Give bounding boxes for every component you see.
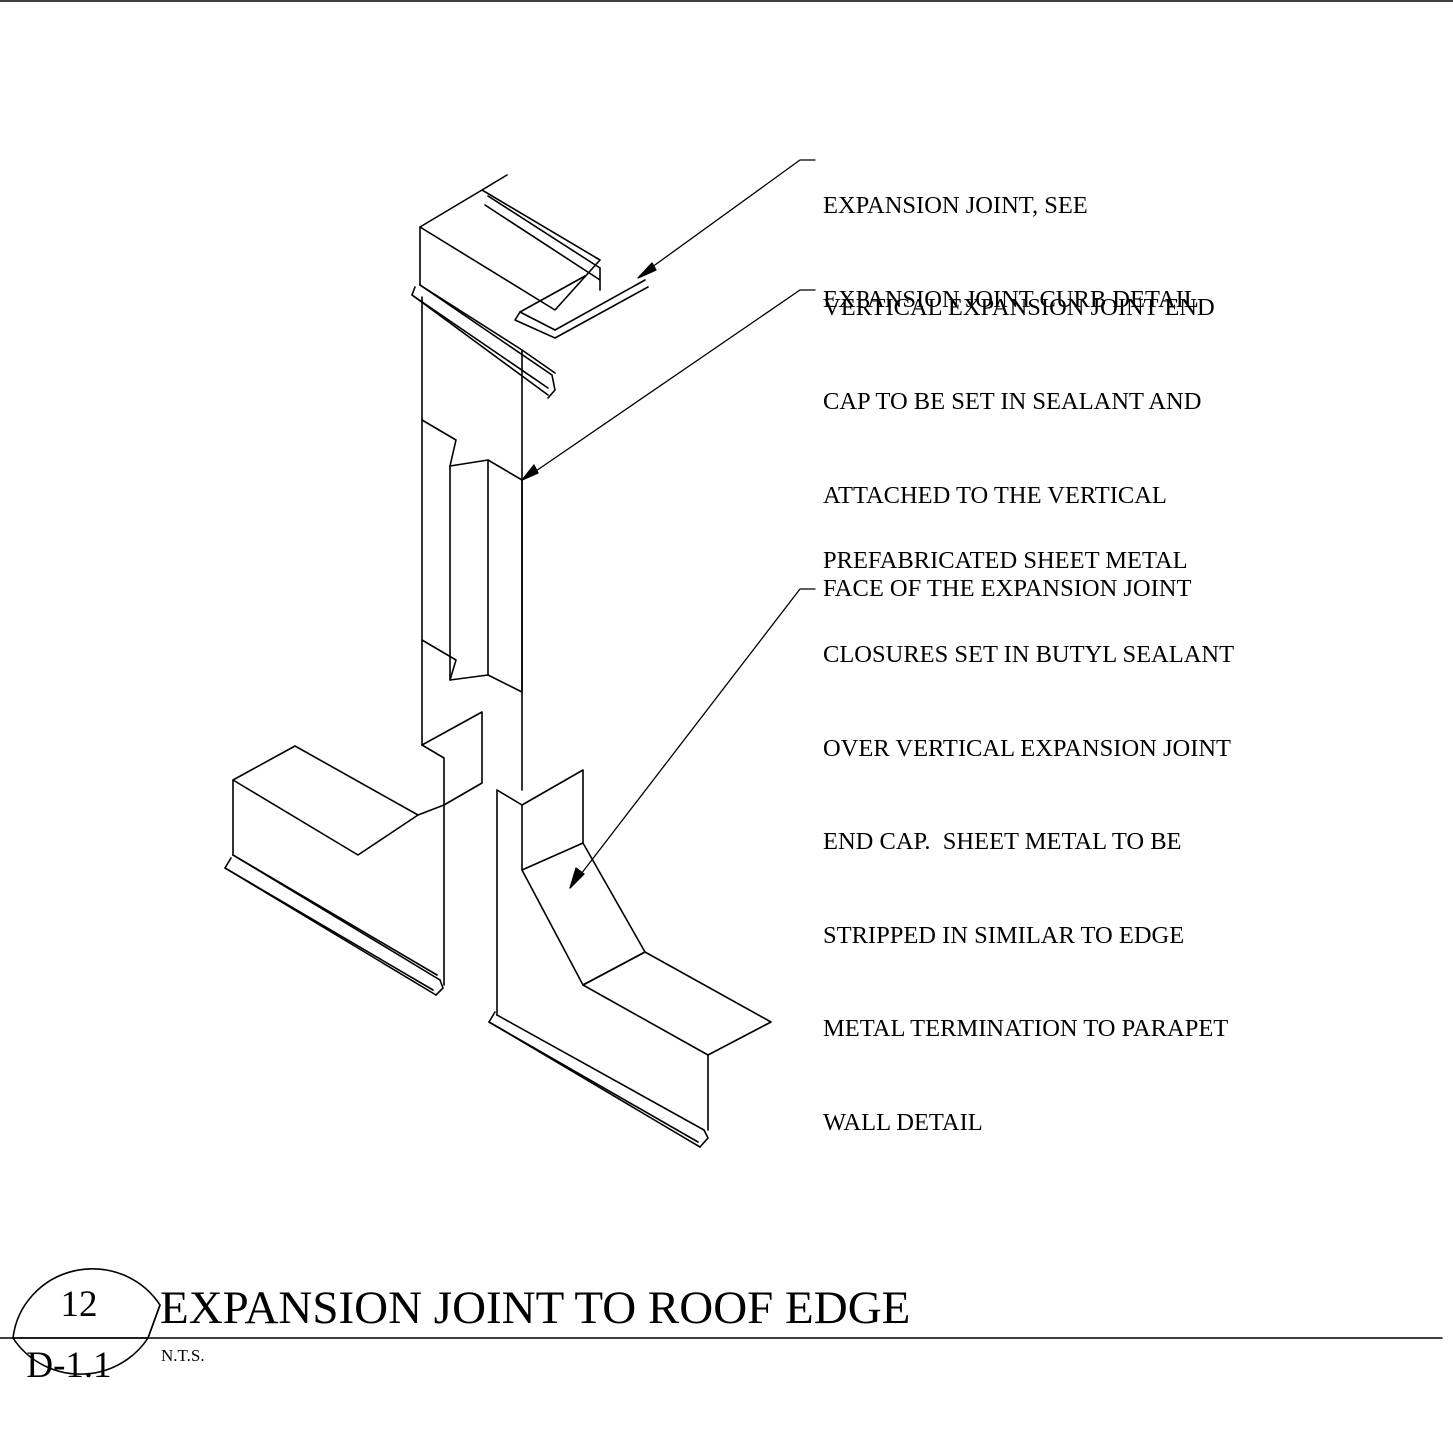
- title-block-graphics: [0, 1268, 1443, 1375]
- note1-line1: EXPANSION JOINT, SEE: [823, 192, 1088, 220]
- callout-expansion-joint: EXPANSION JOINT, SEE EXPANSION JOINT CUR…: [823, 128, 1199, 378]
- note2-line3: ATTACHED TO THE VERTICAL: [823, 481, 1167, 509]
- note3-line5: STRIPPED IN SIMILAR TO EDGE: [823, 921, 1185, 949]
- leader-note3: [577, 588, 816, 879]
- leader-note2: [532, 289, 816, 474]
- note3-line3: OVER VERTICAL EXPANSION JOINT: [823, 734, 1232, 762]
- note3-line1: PREFABRICATED SHEET METAL: [823, 547, 1188, 575]
- vertical-expansion-joint-end-cap: [421, 296, 523, 791]
- note3-line2: CLOSURES SET IN BUTYL SEALANT: [823, 641, 1235, 668]
- arrowhead-note3: [569, 867, 585, 889]
- scale-label: N.T.S.: [161, 1346, 205, 1365]
- expansion-joint-curb: [411, 174, 649, 399]
- arrowhead-note1: [637, 262, 657, 279]
- callout-vertical-end-cap: VERTICAL EXPANSION JOINT END CAP TO BE S…: [823, 230, 1215, 667]
- detail-bubble-lower: [12, 1304, 161, 1375]
- left-sheet-metal-closure: [224, 711, 483, 996]
- note3-line7: WALL DETAIL: [823, 1108, 983, 1136]
- callout-sheet-metal-closures: PREFABRICATED SHEET METAL CLOSURES SET I…: [823, 483, 1234, 1201]
- detail-number: 12: [60, 1284, 98, 1325]
- note3-line4: END CAP. SHEET METAL TO BE: [823, 828, 1182, 856]
- sheet-number: D-1.1: [26, 1345, 112, 1386]
- note2-line4: FACE OF THE EXPANSION JOINT: [823, 575, 1192, 603]
- note1-line2: EXPANSION JOINT CURB DETAIL: [823, 286, 1199, 313]
- detail-title: EXPANSION JOINT TO ROOF EDGE: [160, 1282, 911, 1334]
- leader-note1: [647, 159, 816, 271]
- detail-bubble-circle: [12, 1268, 161, 1339]
- note2-line1: VERTICAL EXPANSION JOINT END: [823, 294, 1215, 322]
- right-sheet-metal-closure: [488, 769, 772, 1148]
- arrowhead-note2: [521, 464, 539, 481]
- leader-lines: [521, 159, 816, 889]
- note2-line2: CAP TO BE SET IN SEALANT AND: [823, 388, 1202, 415]
- note3-line6: METAL TERMINATION TO PARAPET: [823, 1015, 1229, 1043]
